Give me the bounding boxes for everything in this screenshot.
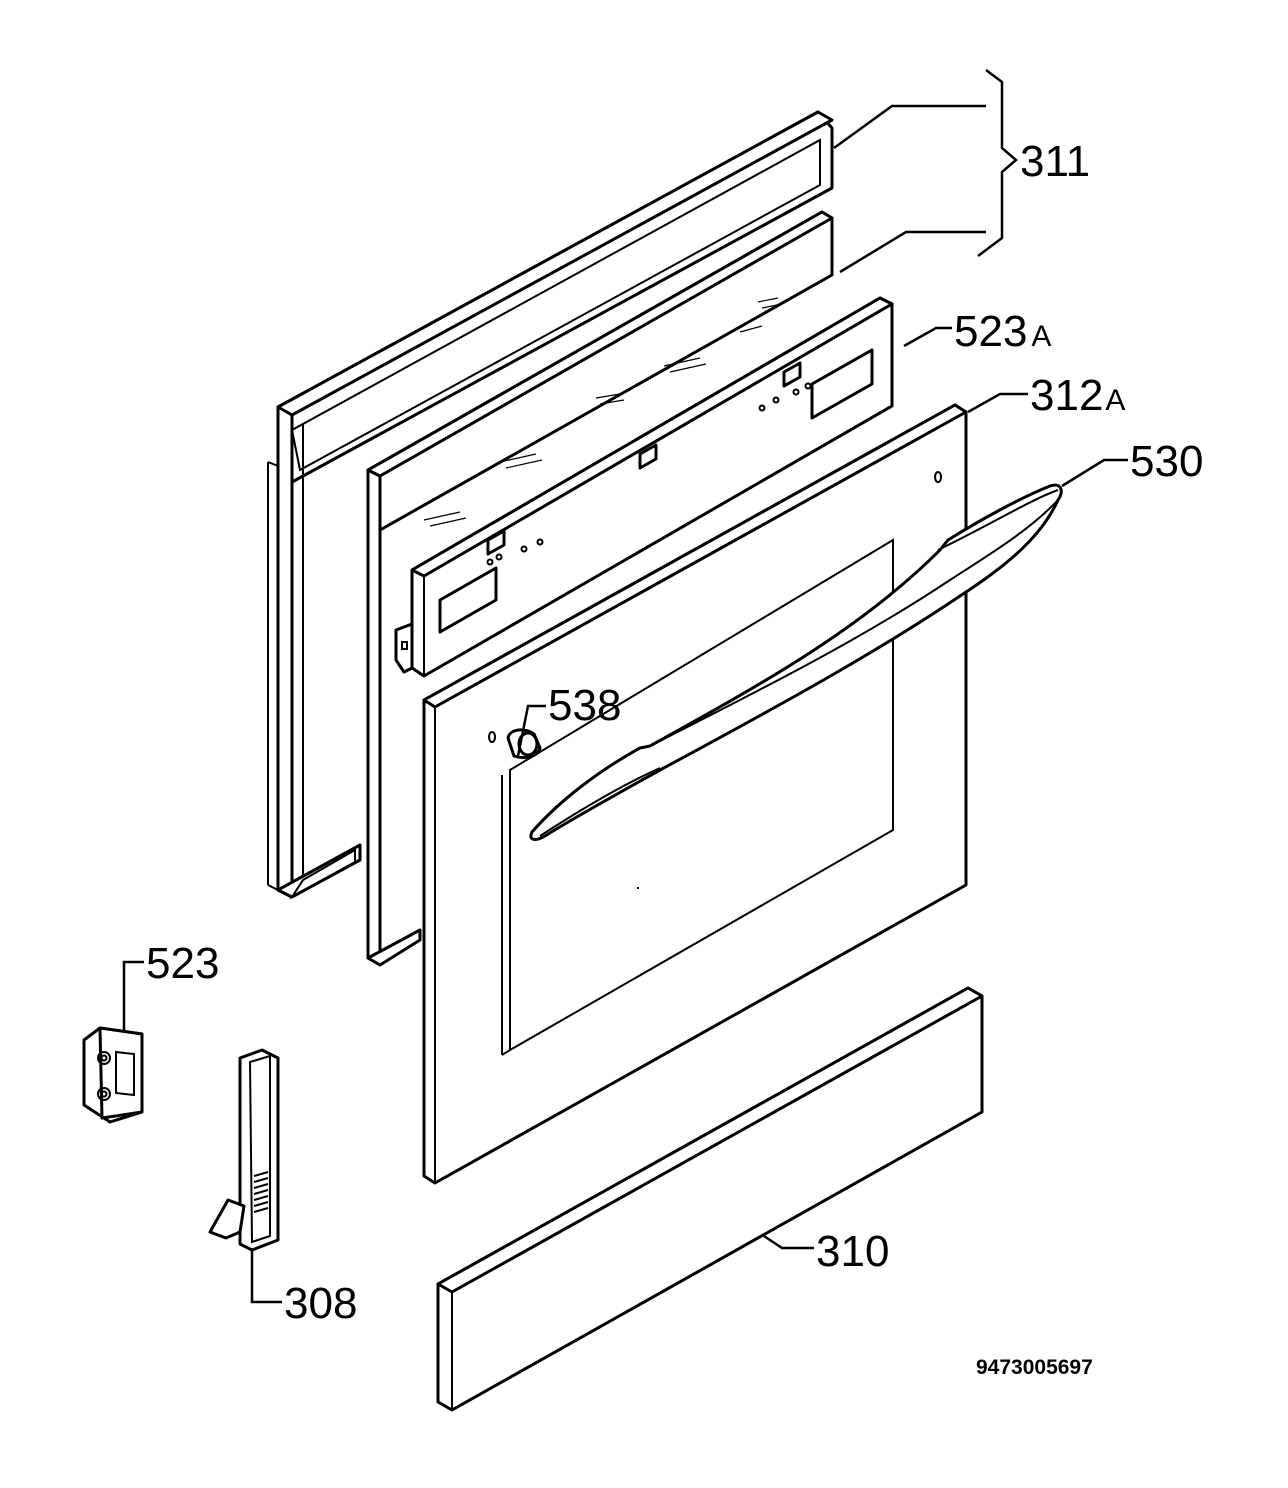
callout-530: 530 [1130,437,1203,486]
callout-538: 538 [548,681,621,730]
callout-311: 311 [1020,137,1090,186]
drawing-number: 9473005697 [976,1356,1093,1379]
part-523A-bracket [394,296,894,678]
hinge-spring [253,1171,269,1213]
part-538-stud [506,728,542,760]
callout-523: 523 [146,939,219,988]
part-311-glass-panel [366,210,834,967]
part-311-rear-frame [267,110,834,900]
callout-312A: 312A [1030,371,1125,420]
callout-310: 310 [816,1227,889,1276]
glass-reflection-marks [423,297,783,527]
part-523-hinge [82,1026,144,1124]
callout-308: 308 [284,1279,357,1328]
part-310-bottom-trim [436,986,984,1412]
part-308-hinge-arm [208,1048,280,1252]
leader-lines [122,69,1128,1304]
part-312A-outer-panel [422,403,968,1185]
part-530-handle [529,483,1063,841]
